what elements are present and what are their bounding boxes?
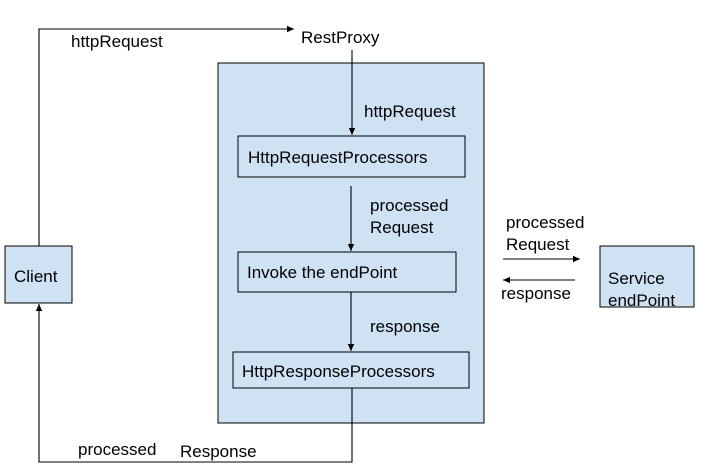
from-service-label: response <box>501 284 571 303</box>
service-endpoint-label-line1: Service <box>608 269 665 288</box>
service-endpoint-box <box>599 245 695 308</box>
return-label-word1: processed <box>78 440 156 459</box>
request-processors-label: HttpRequestProcessors <box>248 148 428 167</box>
response-processors-label: HttpResponseProcessors <box>242 362 435 381</box>
to-service-label-line2: Request <box>506 235 570 254</box>
invoke-endpoint-label: Invoke the endPoint <box>247 263 398 282</box>
client-to-proxy-arrow <box>38 25 294 246</box>
processed-request-label-line2: Request <box>370 218 434 237</box>
proxy-to-request-processors-label: httpRequest <box>364 102 456 121</box>
client-label: Client <box>14 267 58 286</box>
response-processors-box <box>232 351 470 389</box>
client-to-proxy-label: httpRequest <box>71 32 163 51</box>
return-label-word2: Response <box>180 442 257 461</box>
invoke-endpoint-box <box>237 251 457 293</box>
processed-request-label-line1: processed <box>370 196 448 215</box>
request-processors-box <box>237 135 466 178</box>
rest-proxy-label: RestProxy <box>301 28 380 47</box>
client-box <box>4 245 73 304</box>
to-service-label-line1: processed <box>506 213 584 232</box>
response-mid-label: response <box>370 317 440 336</box>
response-to-client-arrow <box>35 304 353 463</box>
service-endpoint-label-line2: endPoint <box>608 291 675 310</box>
